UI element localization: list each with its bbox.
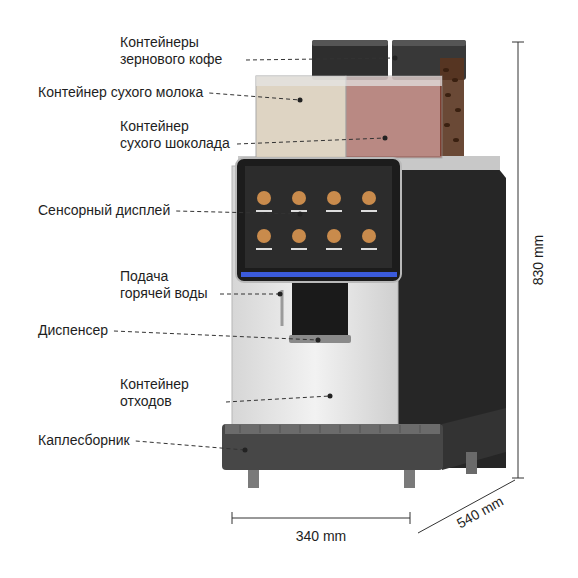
- leader-dot: [278, 292, 283, 297]
- leader-dot: [298, 98, 303, 103]
- leader-line: [136, 441, 245, 450]
- leader-dot: [383, 136, 388, 141]
- leader-dot: [328, 394, 333, 399]
- leader-dot: [243, 448, 248, 453]
- part-label: Контейнер отходов: [120, 376, 220, 410]
- dimension-label: 830 mm: [530, 233, 546, 288]
- part-label: Контейнер сухого молока: [38, 84, 203, 101]
- leader-line: [209, 93, 300, 100]
- part-label: Каплесборник: [38, 432, 130, 449]
- leader-line: [246, 58, 395, 60]
- leader-line: [176, 211, 300, 214]
- dimension-label: 540 mm: [452, 492, 507, 532]
- leader-dot: [316, 338, 321, 343]
- part-label: Контейнеры зернового кофе: [120, 34, 240, 68]
- leader-line: [220, 294, 280, 295]
- leader-line: [226, 396, 330, 402]
- part-label: Диспенсер: [38, 322, 108, 339]
- dimension-label: 340 mm: [294, 528, 349, 544]
- part-label: Контейнер сухого шоколада: [120, 118, 231, 152]
- leader-dot: [393, 56, 398, 61]
- part-label: Подача горячей воды: [120, 268, 214, 302]
- leader-line: [237, 138, 385, 144]
- part-label: Сенсорный дисплей: [38, 202, 170, 219]
- leader-dot: [298, 212, 303, 217]
- leader-line: [114, 331, 318, 340]
